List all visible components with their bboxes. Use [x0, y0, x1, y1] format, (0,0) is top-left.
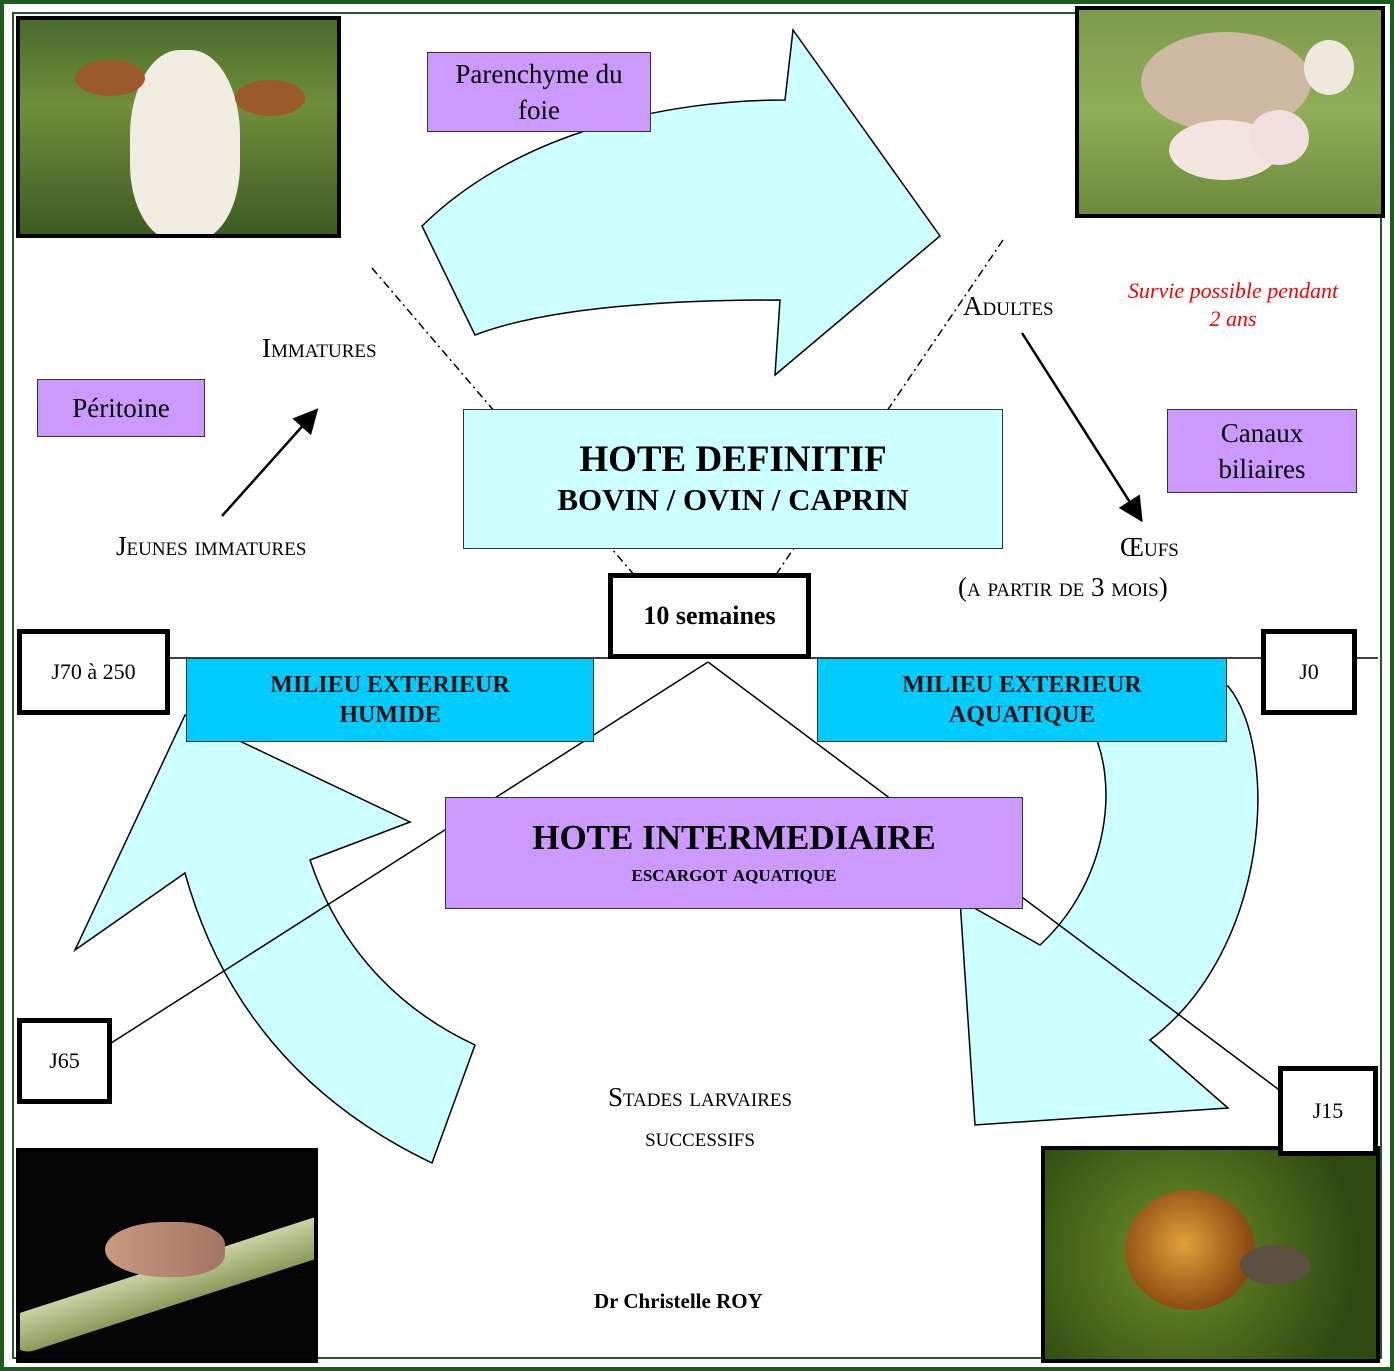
definitive-host-title: HOTE DEFINITIF: [579, 439, 887, 480]
milieu-humide-line-2: HUMIDE: [339, 702, 441, 728]
milieu-aquatique-line-2: AQUATIQUE: [948, 702, 1096, 728]
j15-tag: J15: [1278, 1066, 1378, 1156]
lamb-body-2: [1249, 110, 1309, 165]
peritoine-box: Péritoine: [37, 379, 205, 437]
duration-box: 10 semaines: [608, 573, 811, 659]
snail-on-stem-photo: [16, 1148, 318, 1363]
larval-stages-label: Stades larvaires successifs: [520, 1077, 880, 1157]
definitive-host-box: HOTE DEFINITIF BOVIN / OVIN / CAPRIN: [463, 409, 1003, 549]
j70-tag: J70 à 250: [17, 629, 170, 715]
survival-note: Survie possible pendant 2 ans: [1108, 277, 1358, 333]
sheep-photo: [1075, 6, 1385, 218]
aquatic-snail-body: [1240, 1245, 1310, 1285]
snail-shell: [105, 1222, 225, 1277]
intermediate-host-box: HOTE INTERMEDIAIRE Escargot aquatique: [445, 797, 1023, 909]
dashdot-line-right: [774, 239, 1004, 577]
cow-head: [130, 50, 240, 234]
aquatic-snail-photo: [1041, 1146, 1380, 1363]
larval-line-2: successifs: [645, 1122, 755, 1152]
j0-label: J0: [1299, 659, 1319, 684]
j70-label: J70 à 250: [51, 659, 136, 684]
milieu-humide-line-1: MILIEU EXTERIEUR: [270, 672, 510, 698]
j0-tag: J0: [1261, 629, 1357, 715]
parenchyme-box: Parenchyme du foie: [427, 52, 651, 132]
intermediate-host-title: HOTE INTERMEDIAIRE: [532, 818, 936, 857]
oeufs-note: (a partir de 3 mois): [958, 572, 1168, 602]
larval-line-1: Stades larvaires: [607, 1082, 793, 1112]
line-to-j65: [107, 661, 709, 1046]
cow-ear-right: [235, 80, 305, 116]
j65-label: J65: [49, 1048, 80, 1073]
arrow-adultes-to-oeufs: [1020, 332, 1143, 523]
duration-label: 10 semaines: [643, 601, 776, 630]
arrow-jeunes-to-immatures: [221, 408, 319, 517]
survival-line-1: Survie possible pendant: [1127, 278, 1339, 303]
aquatic-snail-shell: [1125, 1190, 1255, 1310]
milieu-aquatique-line-1: MILIEU EXTERIEUR: [902, 672, 1142, 698]
sheep-head: [1304, 40, 1354, 95]
milieu-humide-box: MILIEU EXTERIEUR HUMIDE: [186, 658, 594, 742]
cow-photo: [16, 16, 341, 238]
bottom-right-curved-arrow: [959, 685, 1259, 1126]
milieu-aquatique-box: MILIEU EXTERIEUR AQUATIQUE: [817, 658, 1227, 742]
canaux-box: Canaux biliaires: [1167, 409, 1357, 493]
definitive-host-species: BOVIN / OVIN / CAPRIN: [557, 482, 909, 517]
j65-tag: J65: [17, 1018, 112, 1104]
canaux-label: Canaux biliaires: [1218, 418, 1306, 484]
top-curved-arrow: [421, 27, 942, 377]
j15-label: J15: [1312, 1098, 1344, 1123]
survival-line-2: 2 ans: [1209, 306, 1257, 331]
peritoine-label: Péritoine: [72, 393, 170, 423]
immatures-label: Immatures: [262, 333, 377, 363]
adultes-label: Adultes: [963, 291, 1054, 321]
author-credit: Dr Christelle ROY: [594, 1289, 763, 1313]
inner-frame: [12, 12, 1382, 1359]
parenchyme-label: Parenchyme du foie: [455, 59, 623, 125]
cow-ear-left: [75, 60, 145, 96]
jeunes-immatures-label: Jeunes immatures: [116, 531, 307, 561]
intermediate-host-species: Escargot aquatique: [631, 861, 837, 887]
oeufs-label: Œufs: [1120, 532, 1179, 562]
